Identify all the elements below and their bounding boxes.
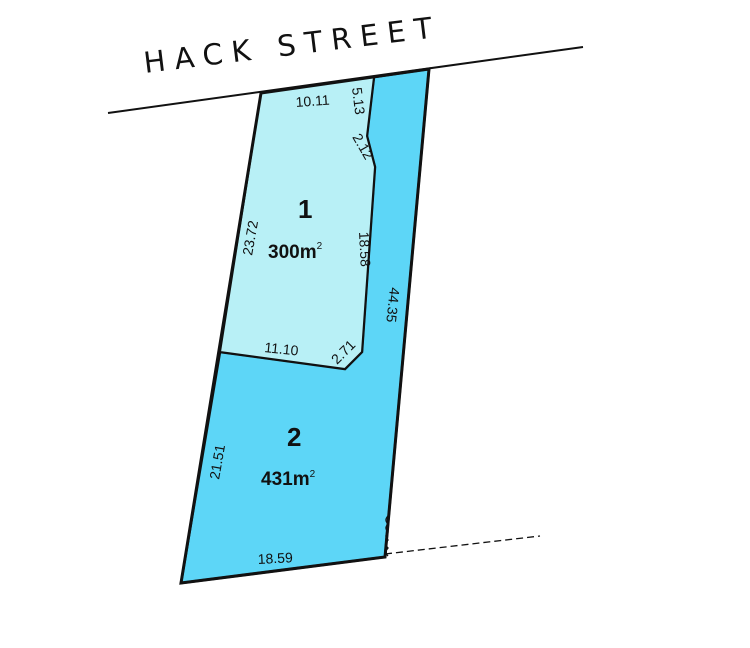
fence-hatch-marker xyxy=(385,515,389,557)
lot-1-dim-frontage: 10.11 xyxy=(295,92,330,110)
lot-2-dim-right-side: 44.35 xyxy=(383,287,403,324)
lot-1-area-unit: 2 xyxy=(317,241,323,252)
lot-1-parcel xyxy=(218,75,377,371)
lot-1-area-value: 300m xyxy=(268,242,317,263)
lot-1-area: 300m2 xyxy=(268,241,323,263)
lot-2-number: 2 xyxy=(287,422,301,452)
lot-2-area-unit: 2 xyxy=(310,469,316,480)
lot-2-dim-rear: 18.59 xyxy=(257,549,293,567)
outer-boundary xyxy=(179,67,431,585)
lot-1-dim-splay-top: 5.13 xyxy=(349,86,368,115)
lot-2-area: 431m2 xyxy=(261,469,316,490)
lot-2-area-value: 431m xyxy=(261,469,310,490)
lot-1-dim-left-side: 23.72 xyxy=(239,219,261,256)
lot-2-dim-left-side: 21.51 xyxy=(206,443,228,480)
lot-1-dim-right-side: 18.58 xyxy=(356,231,374,267)
street-name: HACK STREET xyxy=(142,10,443,80)
lot-1-dim-rear: 11.10 xyxy=(264,339,300,358)
lot-1-number: 1 xyxy=(298,194,312,224)
neighbour-boundary-dashed xyxy=(384,535,541,555)
